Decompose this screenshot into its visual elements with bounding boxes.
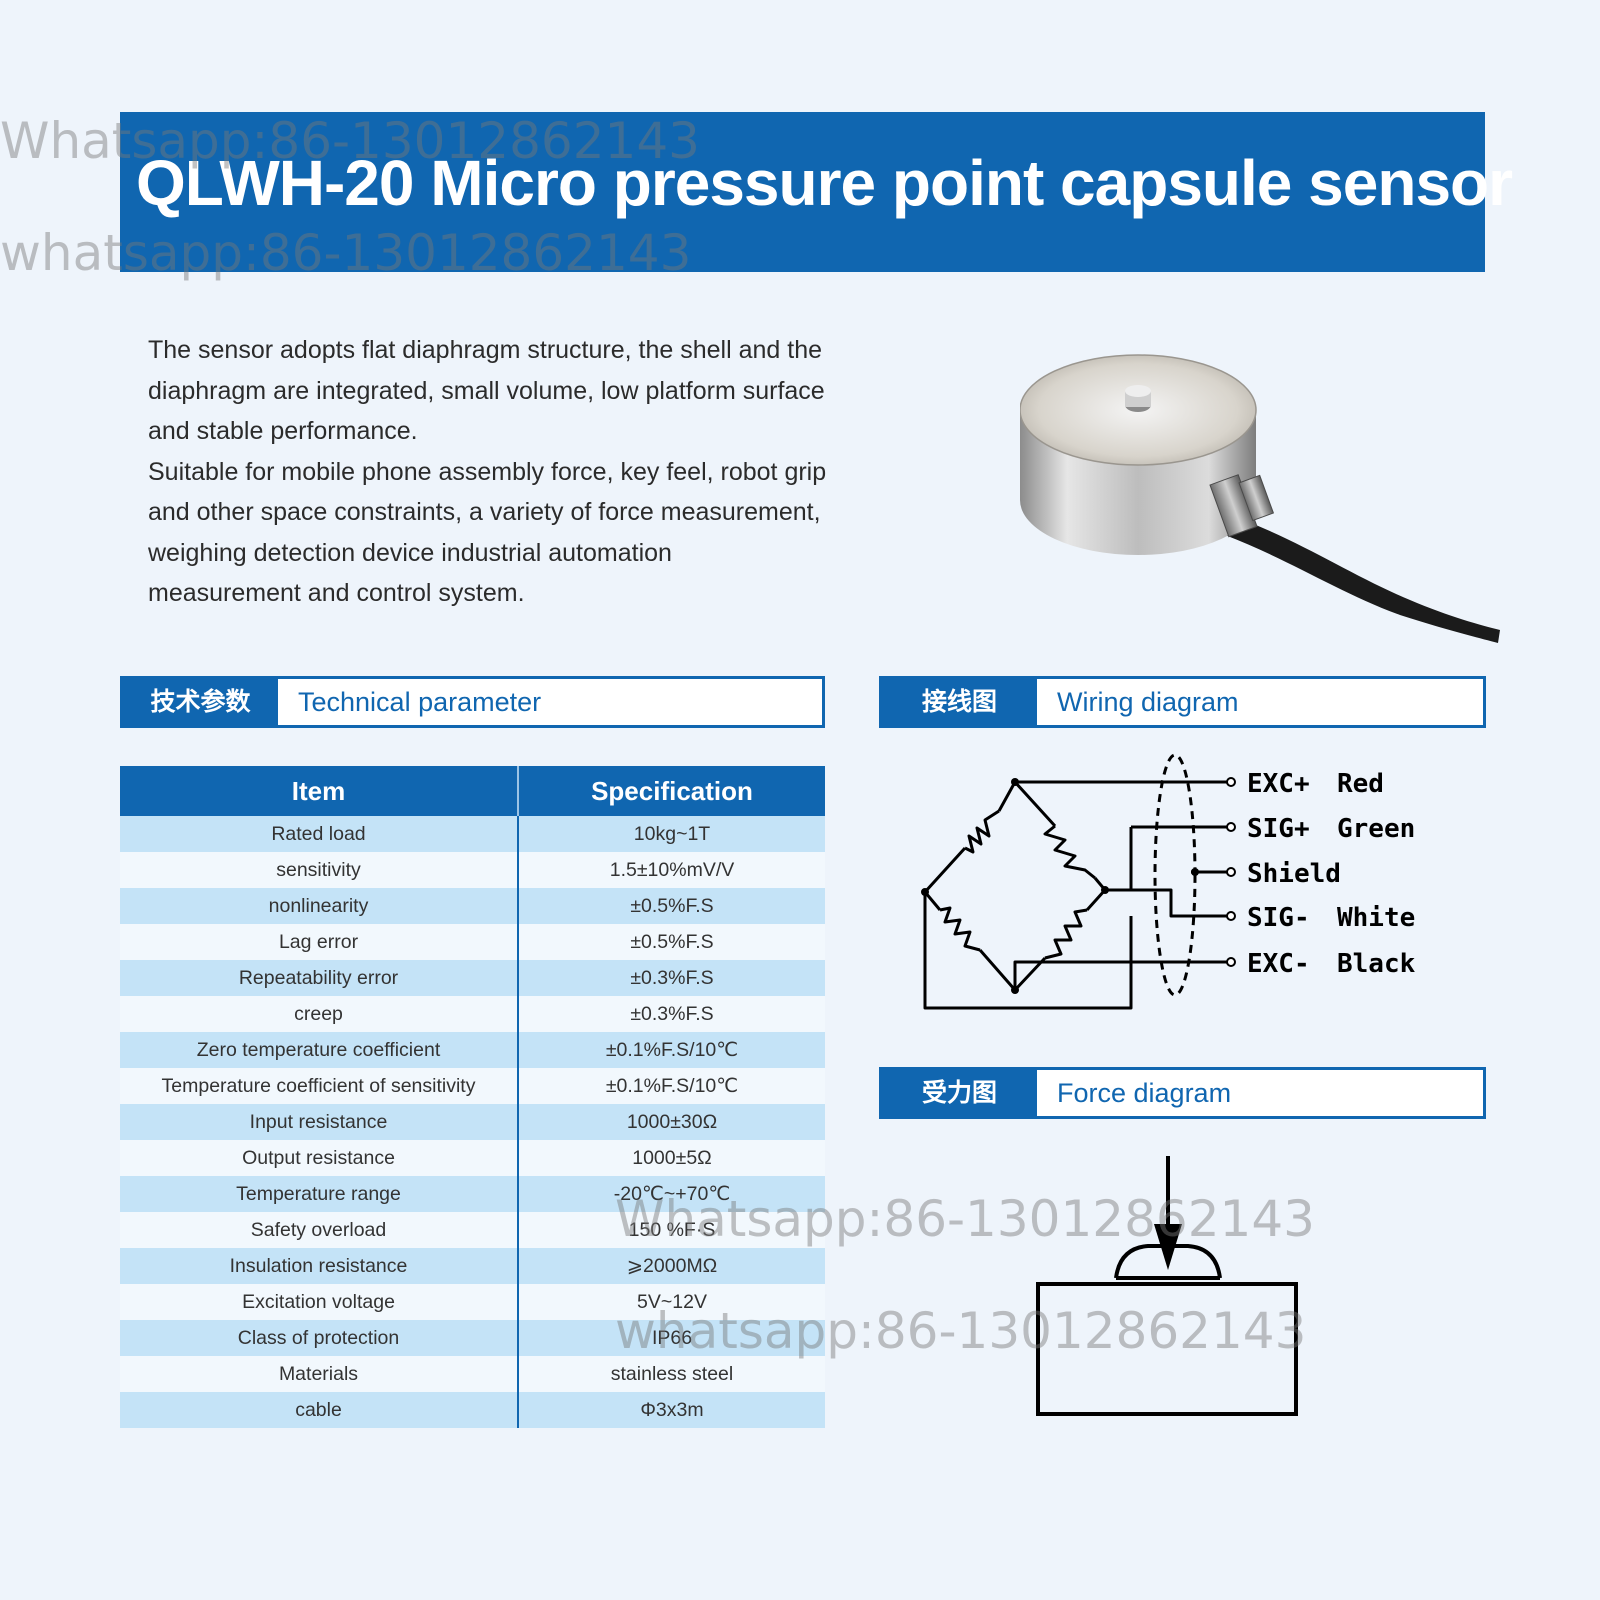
spec-value-cell: Φ3x3m — [518, 1392, 825, 1428]
spec-item-cell: Output resistance — [120, 1140, 519, 1176]
spec-item-cell: Class of protection — [120, 1320, 519, 1356]
table-row: creep±0.3%F.S — [120, 996, 825, 1032]
wiring-diagram: EXC+ Red SIG+ Green Shield SIG- White EX… — [921, 753, 1416, 1010]
table-row: Repeatability error±0.3%F.S — [120, 960, 825, 996]
wire-color-green: Green — [1337, 814, 1415, 844]
spec-item-cell: Insulation resistance — [120, 1248, 519, 1284]
wire-label-shield: Shield — [1247, 859, 1341, 889]
spec-value-cell: 1.5±10%mV/V — [518, 852, 825, 888]
technical-parameter-header: 技术参数 Technical parameter — [120, 676, 825, 728]
resistor-top-right — [1043, 824, 1096, 880]
force-diagram-en: Force diagram — [1057, 1078, 1232, 1108]
intro-text: The sensor adopts flat diaphragm structu… — [148, 330, 828, 614]
spec-item-cell: Temperature range — [120, 1176, 519, 1212]
wire-sig-minus — [1105, 888, 1231, 918]
spec-item-cell: creep — [120, 996, 519, 1032]
spec-value-cell: 5V~12V — [518, 1284, 825, 1320]
spec-item-cell: Zero temperature coefficient — [120, 1032, 519, 1068]
spec-item-cell: Repeatability error — [120, 960, 519, 996]
wire-label-exc-minus: EXC- — [1247, 949, 1310, 979]
wire-label-sig-minus: SIG- — [1247, 903, 1310, 933]
column-header-item: Item — [120, 766, 519, 816]
resistor-top-left — [964, 809, 1000, 854]
wire-label-exc-plus: EXC+ — [1247, 769, 1310, 799]
spec-item-cell: nonlinearity — [120, 888, 519, 924]
spec-value-cell: 150 %F·S — [518, 1212, 825, 1248]
wire-exc-minus — [1013, 960, 1231, 990]
spec-item-cell: cable — [120, 1392, 519, 1428]
wiring-diagram-cn: 接线图 — [882, 679, 1037, 725]
wire-sig-plus — [1105, 825, 1231, 892]
spec-item-cell: Input resistance — [120, 1104, 519, 1140]
page-title: QLWH-20 Micro pressure point capsule sen… — [136, 147, 1513, 219]
resistor-bottom-left — [939, 906, 981, 952]
bridge-edges — [923, 780, 1107, 992]
technical-parameter-en: Technical parameter — [298, 687, 542, 717]
table-row: Zero temperature coefficient±0.1%F.S/10℃ — [120, 1032, 825, 1068]
wire-color-white: White — [1337, 903, 1415, 933]
spec-value-cell: 1000±30Ω — [518, 1104, 825, 1140]
table-row: Temperature coefficient of sensitivity±0… — [120, 1068, 825, 1104]
spec-value-cell: ±0.5%F.S — [518, 888, 825, 924]
table-row: Lag error±0.5%F.S — [120, 924, 825, 960]
spec-item-cell: sensitivity — [120, 852, 519, 888]
spec-item-cell: Lag error — [120, 924, 519, 960]
resistor-bottom-right — [1044, 908, 1088, 960]
spec-value-cell: ⩾2000MΩ — [518, 1248, 825, 1284]
spec-item-cell: Excitation voltage — [120, 1284, 519, 1320]
spec-value-cell: 10kg~1T — [518, 816, 825, 852]
wiring-diagram-en: Wiring diagram — [1057, 687, 1239, 717]
sensor-product-image — [1020, 354, 1500, 643]
spec-item-cell: Temperature coefficient of sensitivity — [120, 1068, 519, 1104]
spec-value-cell: 1000±5Ω — [518, 1140, 825, 1176]
spec-item-cell: Safety overload — [120, 1212, 519, 1248]
spec-item-cell: Materials — [120, 1356, 519, 1392]
sensor-body-outline — [1036, 1282, 1298, 1416]
shield-ellipse — [1153, 753, 1197, 997]
table-row: Temperature range-20℃~+70℃ — [120, 1176, 825, 1212]
spec-value-cell: ±0.1%F.S/10℃ — [518, 1068, 825, 1104]
spec-value-cell: stainless steel — [518, 1356, 825, 1392]
spec-value-cell: -20℃~+70℃ — [518, 1176, 825, 1212]
force-arrow-head — [1154, 1224, 1182, 1270]
table-row: nonlinearity±0.5%F.S — [120, 888, 825, 924]
wire-color-red: Red — [1337, 769, 1384, 799]
intro-paragraph-2: Suitable for mobile phone assembly force… — [148, 457, 827, 608]
wire-label-sig-plus: SIG+ — [1247, 814, 1310, 844]
wiring-diagram-header: 接线图 Wiring diagram — [879, 676, 1486, 728]
force-diagram — [1036, 1156, 1298, 1416]
wire-loop — [923, 892, 1133, 1010]
spec-value-cell: ±0.3%F.S — [518, 960, 825, 996]
spec-table-header-row: Item Specification — [120, 766, 825, 816]
spec-value-cell: ±0.1%F.S/10℃ — [518, 1032, 825, 1068]
title-banner: QLWH-20 Micro pressure point capsule sen… — [120, 112, 1513, 272]
table-row: Insulation resistance⩾2000MΩ — [120, 1248, 825, 1284]
column-header-specification: Specification — [518, 766, 825, 816]
spec-value-cell: ±0.5%F.S — [518, 924, 825, 960]
wire-color-black: Black — [1337, 949, 1416, 979]
force-diagram-header: 受力图 Force diagram — [879, 1067, 1486, 1119]
intro-paragraph-1: The sensor adopts flat diaphragm structu… — [148, 336, 825, 445]
spec-item-cell: Rated load — [120, 816, 519, 852]
spec-value-cell: ±0.3%F.S — [518, 996, 825, 1032]
force-diagram-cn: 受力图 — [882, 1070, 1037, 1116]
technical-parameter-cn: 技术参数 — [123, 679, 278, 725]
spec-value-cell: IP66 — [518, 1320, 825, 1356]
